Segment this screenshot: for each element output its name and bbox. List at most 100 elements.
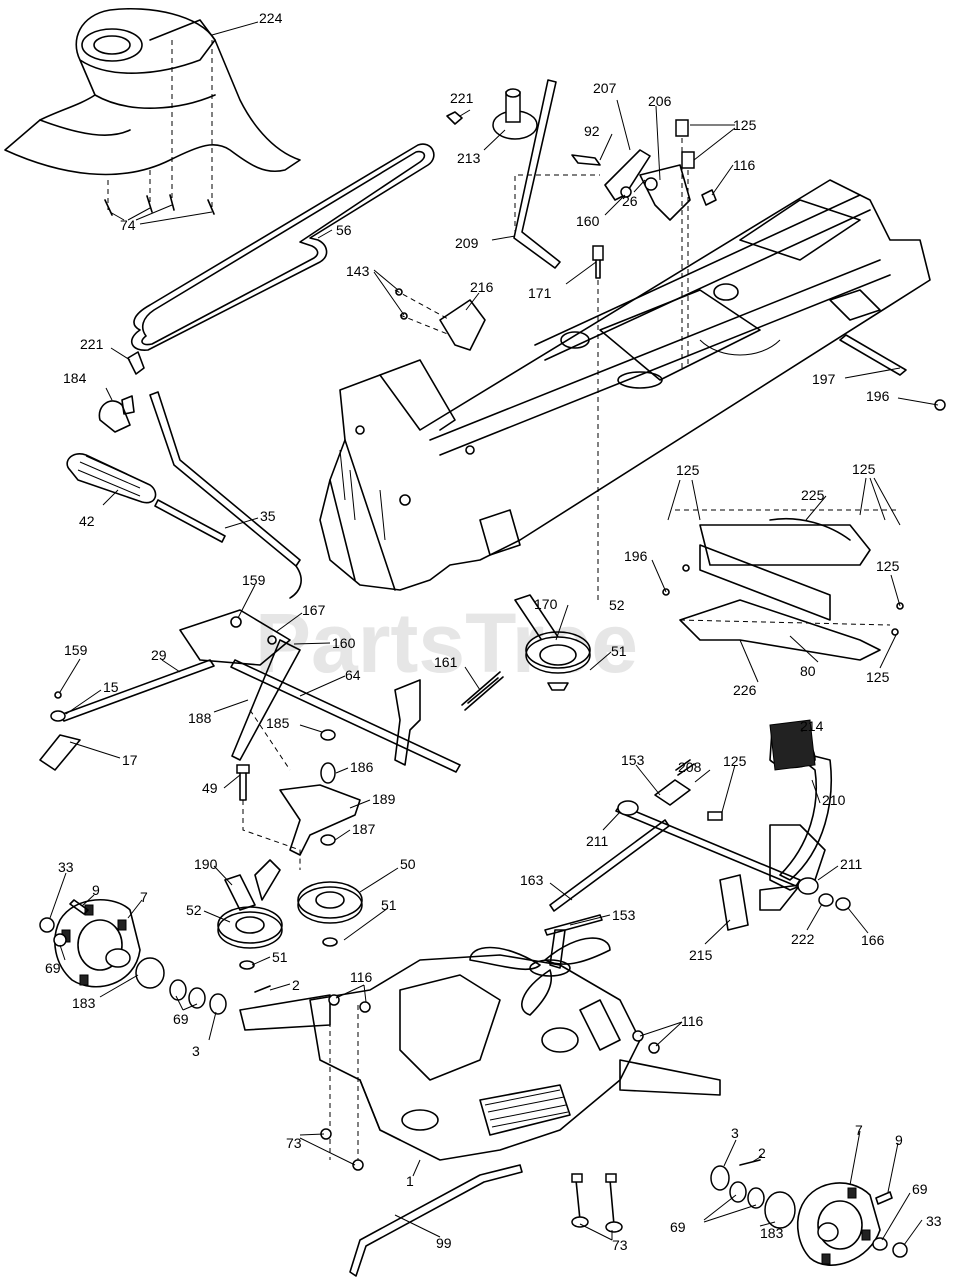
lever-dashline — [514, 174, 600, 235]
callout: 80 — [800, 663, 816, 679]
shift-lever — [513, 79, 561, 269]
main-frame — [319, 179, 946, 591]
callout: 167 — [302, 602, 326, 618]
idler-pulley-upper — [514, 594, 591, 691]
callout: 153 — [612, 907, 636, 923]
callout: 116 — [681, 1013, 704, 1029]
drive-belt — [130, 143, 435, 351]
callout: 56 — [336, 222, 352, 238]
bracket-216 — [394, 288, 486, 351]
callout: 196 — [624, 548, 648, 564]
callout: 51 — [611, 643, 627, 659]
callout: 215 — [689, 947, 713, 963]
callout: 209 — [455, 235, 479, 251]
callout: 222 — [791, 931, 815, 947]
callout: 171 — [528, 285, 552, 301]
brake-linkage — [39, 609, 461, 773]
brake-pedal-assy — [544, 719, 851, 936]
callout: 183 — [72, 995, 96, 1011]
callout: 51 — [272, 949, 288, 965]
idler-bracket — [236, 709, 361, 870]
rod-99 — [349, 1164, 523, 1277]
callout: 166 — [861, 932, 885, 948]
spring-161 — [461, 671, 504, 711]
callout: 42 — [79, 513, 95, 529]
callout: 7 — [855, 1122, 863, 1138]
callout: 125 — [723, 753, 747, 769]
callout: 221 — [80, 336, 104, 352]
callout: 99 — [436, 1235, 452, 1251]
shield-plate — [662, 509, 904, 661]
callout: 184 — [63, 370, 87, 386]
callout: 9 — [92, 882, 100, 898]
callout: 213 — [457, 150, 481, 166]
callout: 207 — [593, 80, 617, 96]
bolts-73-lower — [571, 1173, 623, 1233]
callout: 69 — [45, 960, 61, 976]
callout: 2 — [758, 1145, 766, 1161]
callout: 50 — [400, 856, 416, 872]
callout: 51 — [381, 897, 397, 913]
callout: 9 — [895, 1132, 903, 1148]
leader-lines — [49, 21, 939, 1246]
callout: 74 — [120, 217, 136, 233]
callout: 206 — [648, 93, 672, 109]
callout: 116 — [350, 969, 373, 985]
callout: 210 — [822, 792, 846, 808]
lift-handle — [66, 351, 302, 599]
callout: 160 — [576, 213, 600, 229]
callout: 225 — [801, 487, 825, 503]
callout: 125 — [876, 558, 900, 574]
callout: 211 — [840, 856, 863, 872]
callout: 159 — [242, 572, 266, 588]
callout: 2 — [292, 977, 300, 993]
callout: 7 — [140, 889, 148, 905]
callout: 1 — [406, 1173, 414, 1189]
callout: 189 — [372, 791, 396, 807]
dash-panel — [4, 7, 301, 176]
callout: 73 — [286, 1135, 302, 1151]
callout: 211 — [586, 833, 609, 849]
bolts-74 — [104, 40, 215, 216]
shift-brackets — [571, 119, 717, 370]
callout: 3 — [731, 1125, 739, 1141]
callout: 69 — [173, 1011, 189, 1027]
callout: 159 — [64, 642, 88, 658]
callout: 17 — [122, 752, 138, 768]
shift-knob — [446, 88, 538, 140]
callout: 92 — [584, 123, 600, 139]
callout: 160 — [332, 635, 356, 651]
callout: 33 — [926, 1213, 942, 1229]
right-wheel-hub — [710, 1159, 908, 1266]
callout: 116 — [733, 157, 756, 173]
callout: 64 — [345, 667, 361, 683]
callout: 69 — [912, 1181, 928, 1197]
callout: 73 — [612, 1237, 628, 1253]
callout: 183 — [760, 1225, 784, 1241]
callout: 125 — [866, 669, 890, 685]
callout: 190 — [194, 856, 218, 872]
callout: 224 — [259, 10, 283, 26]
left-wheel-hub — [39, 899, 271, 1015]
callout: 15 — [103, 679, 119, 695]
callout: 163 — [520, 872, 544, 888]
callout: 216 — [470, 279, 494, 295]
callout: 214 — [800, 718, 824, 734]
bolt-171 — [592, 245, 604, 600]
callout: 49 — [202, 780, 218, 796]
callout-labels: 224 221 213 207 206 125 92 116 160 26 56… — [45, 10, 942, 1253]
callout: 125 — [676, 462, 700, 478]
idler-pulleys-lower — [217, 859, 363, 970]
callout: 197 — [812, 371, 836, 387]
callout: 3 — [192, 1043, 200, 1059]
callout: 52 — [609, 597, 625, 613]
callout: 161 — [434, 654, 458, 670]
callout: 29 — [151, 647, 167, 663]
callout: 185 — [266, 715, 290, 731]
callout: 26 — [622, 193, 638, 209]
callout: 226 — [733, 682, 757, 698]
callout: 186 — [350, 759, 374, 775]
callout: 153 — [621, 752, 645, 768]
